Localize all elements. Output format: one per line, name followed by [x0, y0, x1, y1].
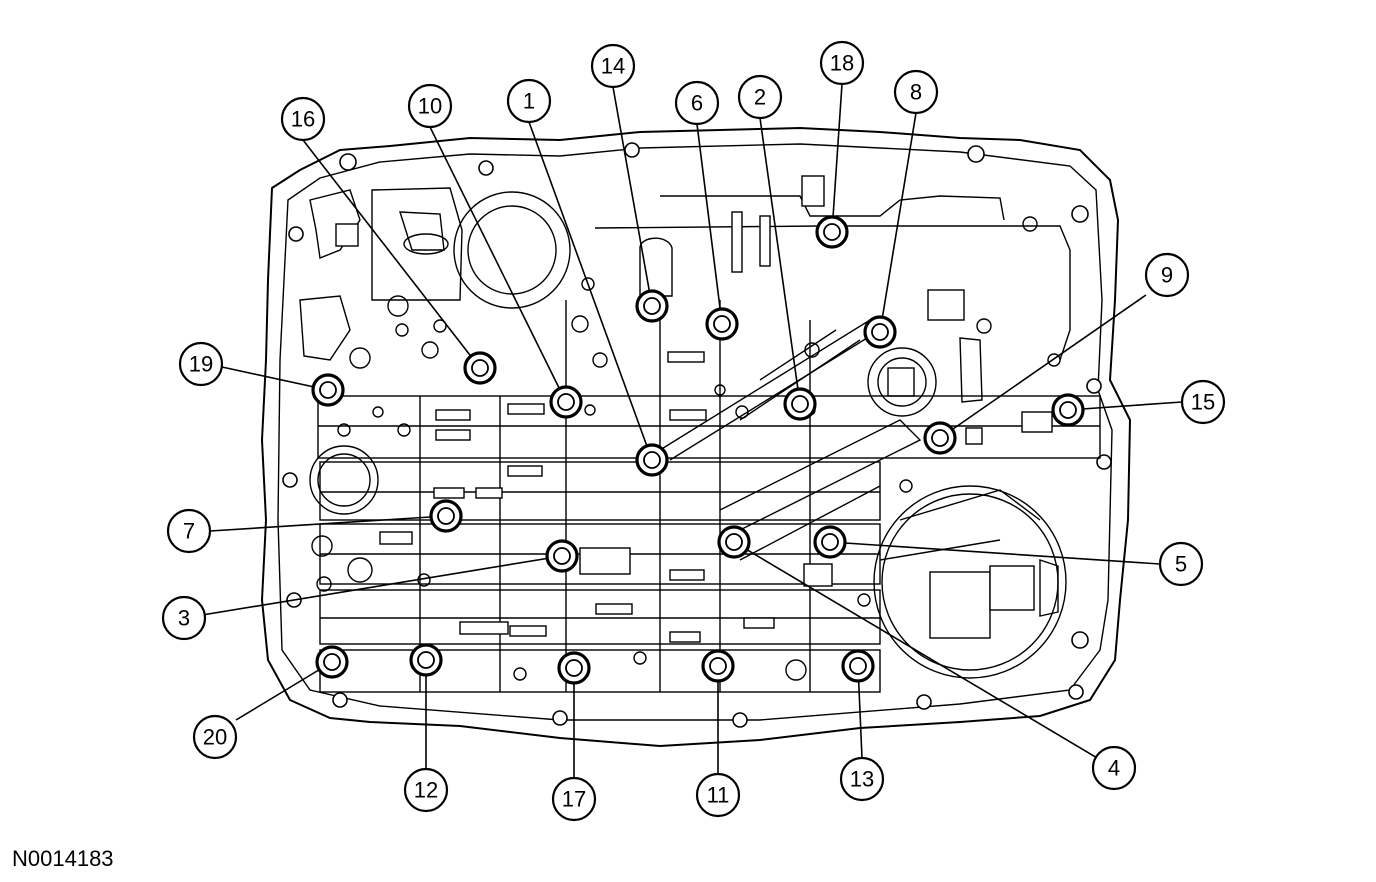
bolt-b11 — [701, 649, 735, 683]
callout-13: 13 — [839, 756, 885, 802]
callout-label: 17 — [562, 787, 586, 812]
bolt-b3 — [545, 539, 579, 573]
callout-label: 2 — [754, 85, 766, 110]
bolt-b10 — [549, 385, 583, 419]
callout-8: 8 — [893, 69, 939, 115]
bolt-b4 — [717, 525, 751, 559]
bolt-b13 — [841, 649, 875, 683]
bolt-b2 — [783, 387, 817, 421]
callout-19: 19 — [178, 341, 224, 387]
channel-grid — [317, 300, 1101, 693]
callout-label: 8 — [910, 80, 922, 105]
callout-label: 10 — [418, 94, 442, 119]
callout-17: 17 — [551, 776, 597, 822]
bolt-b9 — [923, 421, 957, 455]
callout-label: 13 — [850, 767, 874, 792]
callout-label: 19 — [189, 352, 213, 377]
callout-label: 11 — [707, 783, 730, 808]
leader-lines — [183, 83, 1183, 778]
callout-12: 12 — [403, 767, 449, 813]
callout-9: 9 — [1144, 252, 1190, 298]
callout-11: 11 — [695, 772, 741, 818]
callout-5: 5 — [1158, 541, 1204, 587]
bolt-b16 — [463, 351, 497, 385]
callout-18: 18 — [819, 40, 865, 86]
callout-label: 6 — [691, 91, 703, 116]
bolt-b8 — [863, 315, 897, 349]
bolt-b6 — [705, 307, 739, 341]
housing-outline — [260, 126, 1132, 748]
callout-label: 15 — [1191, 390, 1215, 415]
callout-4: 4 — [1091, 745, 1137, 791]
bolt-b20 — [315, 645, 349, 679]
port-holes — [309, 384, 913, 681]
bolt-b12 — [409, 643, 443, 677]
housing-holes — [282, 142, 1112, 728]
callout-label: 9 — [1161, 263, 1173, 288]
lower-right-filter — [873, 485, 1067, 679]
callout-label: 4 — [1108, 756, 1120, 781]
bolt-b1 — [635, 443, 669, 477]
callout-label: 1 — [523, 89, 535, 114]
callout-10: 10 — [407, 83, 453, 129]
bolt-b14 — [635, 289, 669, 323]
upper-left-castings — [299, 187, 608, 369]
callout-label: 7 — [183, 519, 195, 544]
callout-label: 18 — [830, 51, 854, 76]
callout-7: 7 — [166, 508, 212, 554]
callout-16: 16 — [280, 96, 326, 142]
figure-reference-code: N0014183 — [12, 846, 114, 871]
callout-15: 15 — [1180, 379, 1226, 425]
callouts: 1 2 3 4 5 6 7 8 9 10 11 12 13 14 15 16 1… — [161, 40, 1226, 822]
callout-1: 1 — [506, 78, 552, 124]
callout-label: 16 — [291, 107, 315, 132]
bolts — [311, 215, 1085, 685]
callout-14: 14 — [590, 43, 636, 89]
callout-label: 20 — [203, 725, 227, 750]
bolt-b17 — [557, 651, 591, 685]
bolt-b15 — [1051, 393, 1085, 427]
bolt-b7 — [429, 499, 463, 533]
callout-label: 3 — [178, 606, 190, 631]
bolt-b18 — [815, 215, 849, 249]
callout-3: 3 — [161, 595, 207, 641]
callout-label: 5 — [1175, 552, 1187, 577]
bolt-b5 — [813, 525, 847, 559]
callout-6: 6 — [674, 80, 720, 126]
callout-2: 2 — [737, 74, 783, 120]
callout-20: 20 — [192, 714, 238, 760]
bolt-b19 — [311, 373, 345, 407]
upper-right-castings — [594, 175, 1071, 445]
callout-label: 12 — [414, 778, 438, 803]
callout-label: 14 — [601, 54, 625, 79]
